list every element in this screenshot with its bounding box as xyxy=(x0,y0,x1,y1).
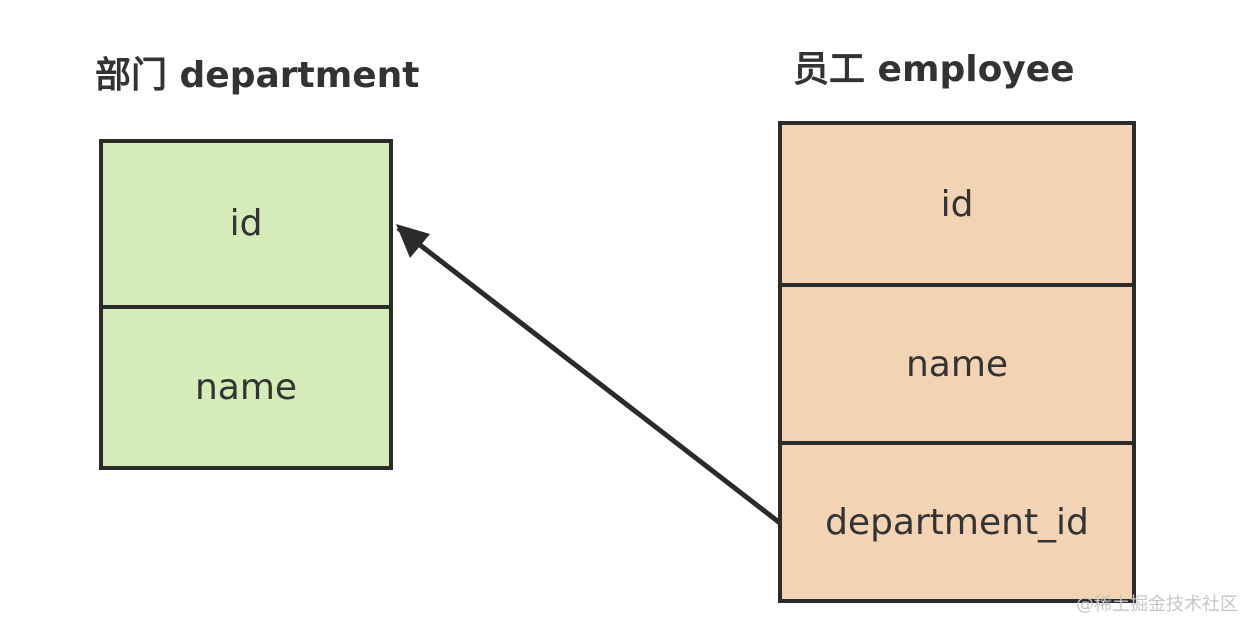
employee-title: 员工 employee xyxy=(793,49,1075,90)
foreign-key-arrowhead xyxy=(396,224,430,258)
watermark-text: @稀土掘金技术社区 xyxy=(1076,594,1238,615)
department-table: id name xyxy=(99,139,393,470)
foreign-key-arrow-line xyxy=(396,226,782,525)
employee-table: id name department_id xyxy=(778,121,1136,603)
department-title: 部门 department xyxy=(95,55,420,96)
employee-field-id: id xyxy=(940,183,974,225)
department-field-name: name xyxy=(103,304,389,467)
employee-field-department-id: department_id xyxy=(782,441,1132,599)
department-field-id: id xyxy=(229,203,263,245)
employee-field-name: name xyxy=(782,283,1132,441)
